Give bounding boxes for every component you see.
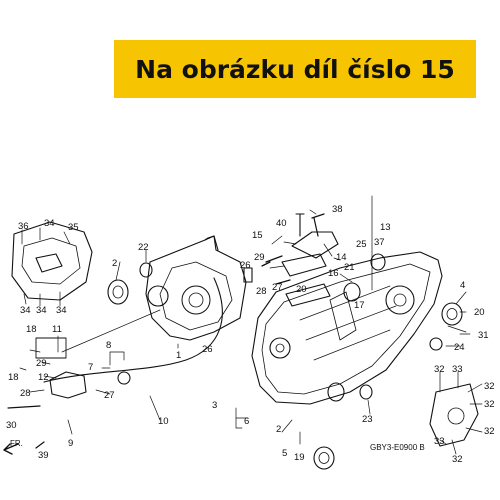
- front-arrow: [3, 443, 19, 455]
- callout-33-a: 33: [452, 364, 463, 375]
- callout-18-bot: 18: [8, 372, 19, 383]
- callout-28-left: 28: [20, 388, 31, 399]
- callout-10: 10: [158, 416, 169, 427]
- callout-17: 17: [354, 300, 365, 311]
- callout-23: 23: [362, 414, 373, 425]
- callout-38: 38: [332, 204, 343, 215]
- callout-4: 4: [460, 280, 465, 291]
- callout-24: 24: [454, 342, 465, 353]
- callout-2-right: 2: [276, 424, 281, 435]
- callout-26-mid: 26: [240, 260, 251, 271]
- callout-11: 11: [52, 324, 62, 335]
- callout-26: 26: [202, 344, 213, 355]
- callout-22: 22: [138, 242, 149, 253]
- callout-21: 21: [344, 262, 355, 273]
- callout-28-mid: 28: [256, 286, 267, 297]
- callout-14: 14: [336, 252, 347, 263]
- callout-15: 15: [252, 230, 263, 241]
- callout-5: 5: [282, 448, 287, 459]
- callout-33-b: 33: [434, 436, 445, 447]
- callout-16: 16: [328, 268, 339, 279]
- banner-text: Na obrázku díl číslo 15: [135, 54, 455, 84]
- callout-13: 13: [380, 222, 391, 233]
- right-small-cover: [429, 383, 479, 447]
- callout-39: 39: [38, 450, 49, 461]
- diagram-code: GBY3-E0900 B: [370, 443, 425, 452]
- control-cable: [43, 277, 223, 383]
- callout-19: 19: [294, 452, 305, 463]
- main-crankcase: [251, 251, 443, 405]
- oil-pump: [49, 371, 87, 399]
- callout-6: 6: [244, 416, 249, 427]
- left-side-cover: [11, 221, 93, 301]
- callout-9: 9: [68, 438, 73, 449]
- callout-32-e: 32: [452, 454, 463, 465]
- callout-30: 30: [6, 420, 17, 431]
- callout-34-top: 34: [44, 218, 55, 229]
- callout-32-d: 32: [484, 426, 495, 437]
- callout-37: 37: [374, 237, 385, 248]
- callout-29-mid: 29: [254, 252, 265, 263]
- callout-34-br: 34: [56, 305, 67, 316]
- callout-3: 3: [212, 400, 217, 411]
- callout-18-top: 18: [26, 324, 37, 335]
- callout-7: 7: [88, 362, 93, 373]
- reed-valve: [281, 253, 327, 277]
- callout-25: 25: [356, 239, 367, 250]
- callout-31: 31: [478, 330, 489, 341]
- callout-40: 40: [276, 218, 287, 229]
- callout-2-left: 2: [112, 258, 117, 269]
- callout-32-c: 32: [484, 399, 495, 410]
- callout-8: 8: [106, 340, 111, 351]
- callout-12: 12: [38, 372, 49, 383]
- bearing: [107, 279, 129, 305]
- callout-32-b: 32: [484, 381, 495, 392]
- part-number-banner: Na obrázku díl číslo 15: [114, 40, 476, 98]
- callout-32-a: 32: [434, 364, 445, 375]
- callout-29-left: 29: [36, 358, 47, 369]
- callout-35: 35: [68, 222, 79, 233]
- callout-34-bm: 34: [36, 305, 47, 316]
- callout-34-bl: 34: [20, 305, 31, 316]
- callout-1: 1: [176, 350, 181, 361]
- callout-36: 36: [18, 221, 29, 232]
- callout-20-right: 20: [474, 307, 485, 318]
- callout-20: 20: [296, 284, 307, 295]
- front-marker-label: FR.: [10, 439, 23, 448]
- left-crankcase: [145, 235, 247, 341]
- callout-27-mid: 27: [272, 282, 283, 293]
- callout-27-left: 27: [104, 390, 115, 401]
